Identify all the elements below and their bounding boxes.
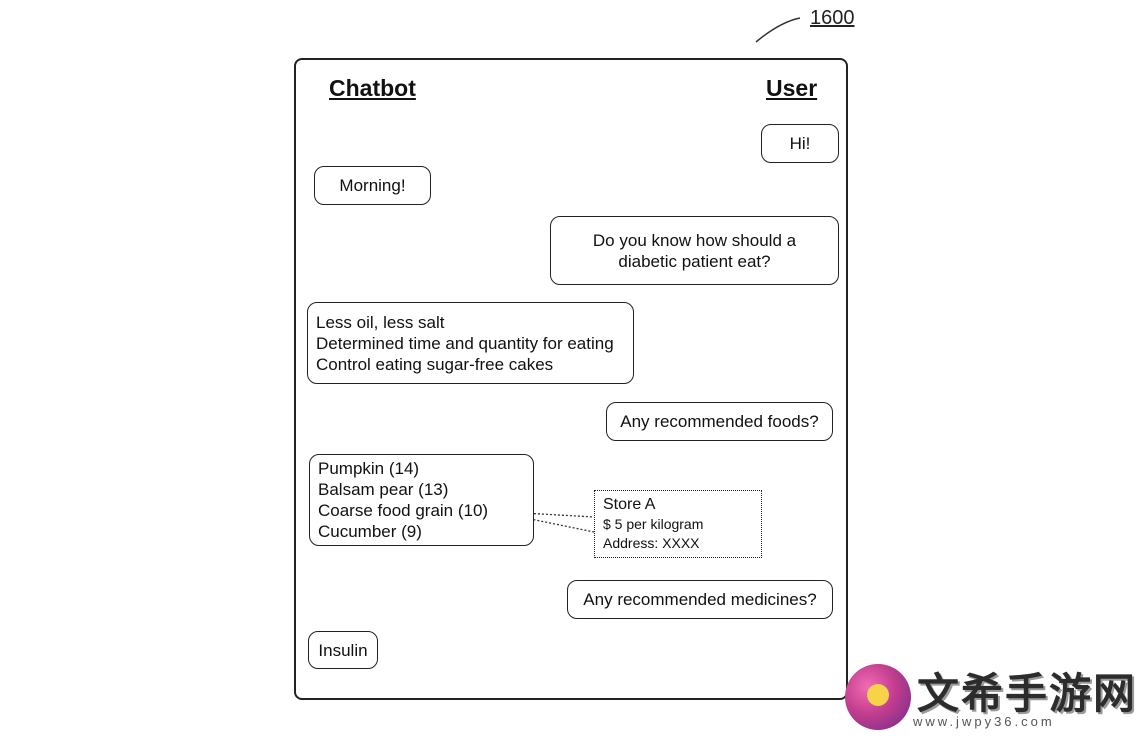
message-text: Hi! xyxy=(789,134,811,153)
watermark-url: www.jwpy36.com xyxy=(913,714,1055,729)
store-price: $ 5 per kilogram xyxy=(603,516,704,532)
chatbot-message-bubble: Morning! xyxy=(314,166,431,205)
user-message-bubble: Hi! xyxy=(761,124,839,163)
chat-window xyxy=(294,58,848,700)
store-address: Address: XXXX xyxy=(603,535,700,551)
user-header: User xyxy=(766,75,818,101)
food-list-item: Balsam pear (13) xyxy=(318,480,449,499)
message-text: Do you know how should a xyxy=(592,230,797,250)
food-list-item: Pumpkin (14) xyxy=(318,459,420,478)
message-text: diabetic patient eat? xyxy=(618,251,771,271)
message-text: Any recommended foods? xyxy=(620,412,819,431)
message-text: Any recommended medicines? xyxy=(583,590,817,609)
site-watermark: 文希手游网 www.jwpy36.com xyxy=(845,660,1135,736)
user-message-bubble: Any recommended medicines? xyxy=(567,580,833,619)
message-text: Insulin xyxy=(318,640,368,660)
message-text: Control eating sugar-free cakes xyxy=(316,355,554,374)
message-text: Determined time and quantity for eating xyxy=(316,334,614,353)
food-list-item: Cucumber (9) xyxy=(318,522,422,541)
chatbot-header: Chatbot xyxy=(329,75,416,101)
reference-leader-line xyxy=(755,17,801,43)
watermark-title: 文希手游网 xyxy=(917,669,1138,718)
store-name: Store A xyxy=(603,496,656,513)
watermark-logo-icon xyxy=(845,664,911,730)
message-text: Morning! xyxy=(339,176,406,195)
chatbot-message-bubble: Pumpkin (14) Balsam pear (13) Coarse foo… xyxy=(309,454,534,546)
chatbot-message-bubble: Less oil, less salt Determined time and … xyxy=(307,302,634,384)
watermark-logo-eye-icon xyxy=(867,684,889,706)
user-message-bubble: Any recommended foods? xyxy=(606,402,833,441)
figure-reference-number: 1600 xyxy=(810,7,855,29)
store-info-callout: Store A $ 5 per kilogram Address: XXXX xyxy=(594,490,762,558)
user-message-bubble: Do you know how should a diabetic patien… xyxy=(550,216,839,285)
food-list-item: Coarse food grain (10) xyxy=(318,501,489,520)
chatbot-message-bubble: Insulin xyxy=(308,631,378,669)
message-text: Less oil, less salt xyxy=(316,313,445,332)
